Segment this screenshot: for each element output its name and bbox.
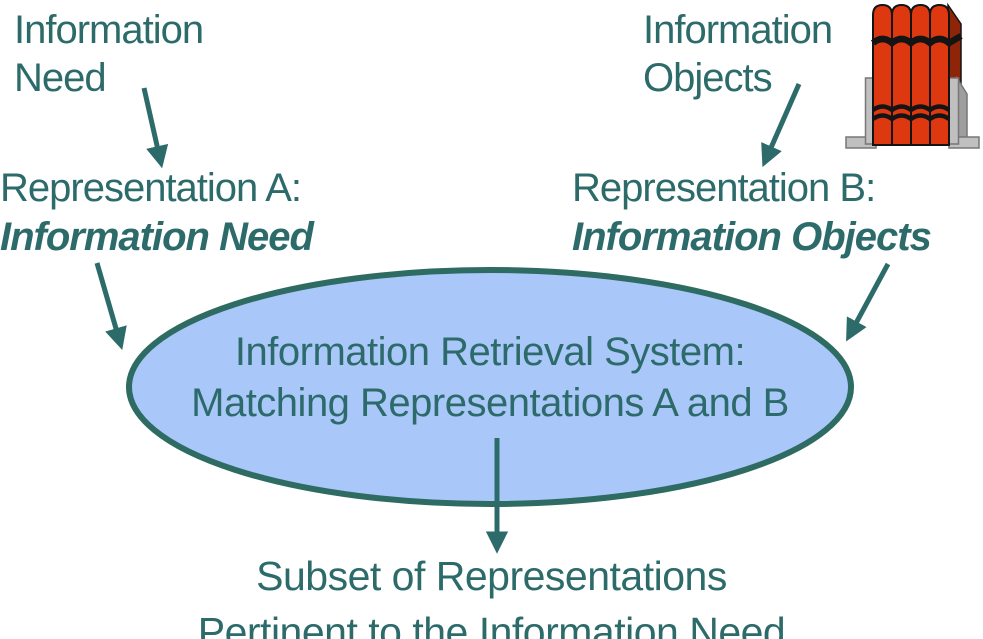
- label-line: Information: [14, 8, 204, 52]
- books-stack-icon: [845, 2, 980, 149]
- book-band-mid-1: [871, 104, 951, 113]
- result-line: Subset of Representations: [256, 553, 727, 599]
- label-information-objects: Information Objects: [643, 6, 833, 102]
- label-ir-system: Information Retrieval System: Matching R…: [126, 267, 854, 507]
- label-line: Need: [14, 56, 107, 100]
- representation-a-emphasis: Information Need: [0, 215, 314, 259]
- representation-b-title: Representation B:: [572, 166, 876, 210]
- book-band-mid-2: [871, 113, 951, 122]
- label-result-subset: Subset of Representations Pertinent to t…: [0, 548, 983, 639]
- label-representation-a: Representation A: Information Need: [0, 164, 314, 262]
- label-information-need: Information Need: [14, 6, 204, 102]
- arrow-rep-a-to-system: [94, 262, 127, 351]
- book-3: [910, 3, 931, 146]
- bookend-plate-right: [948, 77, 960, 145]
- book-1: [872, 3, 893, 146]
- book-4: [929, 3, 950, 146]
- label-line: Objects: [643, 56, 773, 100]
- label-line: Information: [643, 8, 833, 52]
- ir-system-line: Matching Representations A and B: [191, 381, 789, 425]
- ir-system-line: Information Retrieval System:: [234, 330, 746, 374]
- arrow-rep-b-to-system: [846, 262, 891, 342]
- result-line: Pertinent to the Information Need: [197, 609, 786, 639]
- book-band-top: [870, 33, 963, 48]
- arrow-info-objects-to-rep-b: [761, 82, 802, 168]
- book-2: [891, 3, 912, 146]
- representation-a-title: Representation A:: [0, 166, 302, 210]
- arrow-info-need-to-rep-a: [141, 87, 169, 169]
- ir-system-ellipse: [126, 267, 854, 507]
- representation-b-emphasis: Information Objects: [572, 215, 932, 259]
- label-representation-b: Representation B: Information Objects: [572, 164, 932, 262]
